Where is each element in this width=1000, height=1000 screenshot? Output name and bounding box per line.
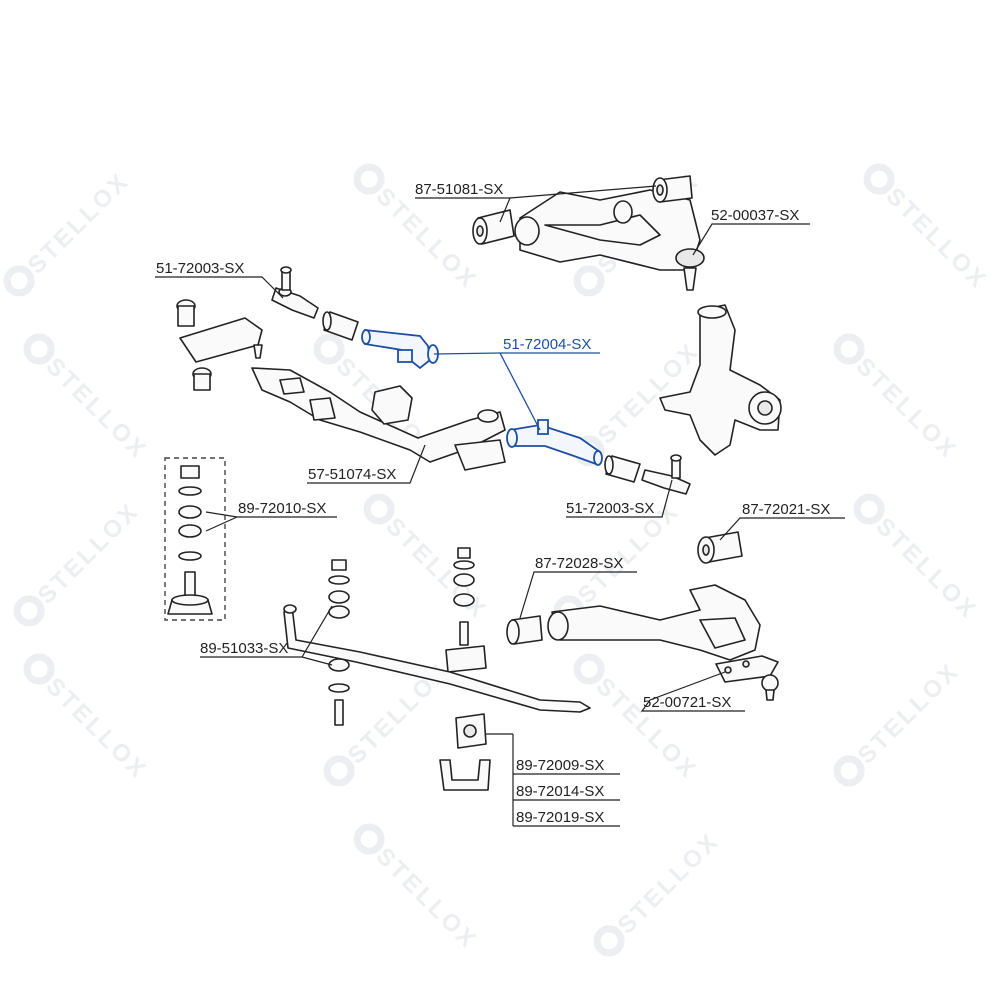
upper-arm-bushing-right bbox=[652, 175, 693, 203]
label-stab-bushing-1: 89-72009-SX bbox=[516, 757, 604, 774]
lower-ball-joint bbox=[715, 655, 779, 701]
stabilizer-bar bbox=[283, 604, 591, 713]
label-lower-ball-joint: 52-00721-SX bbox=[643, 694, 731, 711]
label-stab-bushing-3: 89-72019-SX bbox=[516, 809, 604, 826]
svg-text:STELLOX: STELLOX bbox=[33, 497, 145, 609]
svg-text:STELLOX: STELLOX bbox=[613, 827, 725, 939]
svg-text:STELLOX: STELLOX bbox=[881, 183, 993, 295]
svg-text:STELLOX: STELLOX bbox=[41, 673, 153, 785]
stabilizer-link bbox=[328, 559, 350, 726]
label-stabilizer-link: 89-51033-SX bbox=[200, 640, 288, 657]
svg-text:STELLOX: STELLOX bbox=[371, 183, 483, 295]
watermark: STELLOX bbox=[833, 333, 963, 465]
label-tie-rod-end-left: 51-72003-SX bbox=[156, 260, 244, 277]
svg-text:STELLOX: STELLOX bbox=[381, 513, 493, 625]
label-center-link: 57-51074-SX bbox=[308, 466, 396, 483]
watermark: STELLOX bbox=[593, 827, 725, 957]
watermark: STELLOX bbox=[23, 653, 153, 785]
label-upper-arm-bushing: 87-51081-SX bbox=[415, 181, 503, 198]
svg-text:STELLOX: STELLOX bbox=[851, 353, 963, 465]
watermark: STELLOX bbox=[863, 163, 993, 295]
lower-arm-bushing bbox=[697, 531, 743, 564]
label-tie-rod-end-right: 51-72003-SX bbox=[566, 500, 654, 517]
watermark-layer: STELLOX STELLOX STELLOX STELLOX STELLOX … bbox=[3, 163, 993, 957]
watermark: STELLOX bbox=[13, 497, 145, 627]
center-link bbox=[251, 367, 506, 471]
svg-text:STELLOX: STELLOX bbox=[371, 843, 483, 955]
watermark: STELLOX bbox=[853, 493, 983, 625]
watermark: STELLOX bbox=[363, 493, 493, 625]
adjusting-sleeve-left bbox=[322, 311, 359, 341]
steering-knuckle bbox=[659, 304, 782, 456]
stabilizer-bushing bbox=[439, 713, 491, 791]
idler-kit bbox=[164, 457, 226, 621]
tie-rod-upper bbox=[361, 328, 439, 370]
label-stab-bushing-2: 89-72014-SX bbox=[516, 783, 604, 800]
upper-arm-bushing-left bbox=[472, 209, 515, 245]
strut-bushing bbox=[506, 615, 543, 645]
idler-kit-frame bbox=[164, 457, 226, 621]
svg-text:STELLOX: STELLOX bbox=[23, 167, 135, 279]
watermark: STELLOX bbox=[23, 333, 153, 465]
tie-rod-end-right bbox=[641, 454, 691, 495]
strut-rod-stack bbox=[445, 547, 487, 673]
upper-control-arm bbox=[514, 189, 705, 291]
svg-text:STELLOX: STELLOX bbox=[41, 353, 153, 465]
label-upper-arm: 52-00037-SX bbox=[711, 207, 799, 224]
label-tie-rod: 51-72004-SX bbox=[503, 336, 591, 353]
label-idler-kit: 89-72010-SX bbox=[238, 500, 326, 517]
pitman-arm bbox=[176, 299, 263, 391]
svg-text:STELLOX: STELLOX bbox=[871, 513, 983, 625]
watermark: STELLOX bbox=[353, 823, 483, 955]
leader-lines bbox=[155, 185, 845, 827]
label-lower-arm-bushing: 87-72021-SX bbox=[742, 501, 830, 518]
svg-text:STELLOX: STELLOX bbox=[591, 673, 703, 785]
tie-rod-end-left bbox=[271, 266, 319, 319]
part-labels: 87-51081-SX 52-00037-SX 51-72003-SX 51-7… bbox=[156, 181, 830, 826]
lower-control-arm bbox=[547, 584, 761, 661]
tie-rod-lower bbox=[506, 419, 603, 466]
watermark: STELLOX bbox=[3, 167, 135, 297]
watermark: STELLOX bbox=[833, 657, 965, 787]
label-strut-bushing: 87-72028-SX bbox=[535, 555, 623, 572]
svg-text:STELLOX: STELLOX bbox=[853, 657, 965, 769]
adjusting-sleeve-right bbox=[604, 455, 641, 483]
